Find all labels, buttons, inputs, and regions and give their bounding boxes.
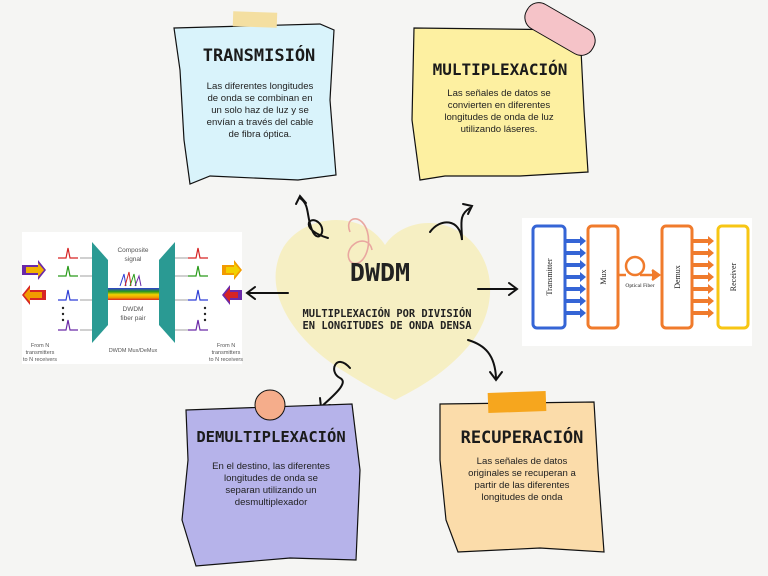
svg-text:fiber pair: fiber pair (120, 315, 146, 322)
left-bottom-1: From N (31, 343, 49, 349)
right-waveforms (188, 247, 208, 331)
svg-text:Mux: Mux (599, 269, 608, 284)
note-line: envían a través del cable (206, 117, 314, 128)
optical-fiber (619, 255, 662, 282)
note-line: desmultiplexador (234, 497, 308, 508)
note-line: convierten en diferentes (447, 100, 551, 111)
composite-label-1: Composite (117, 247, 148, 254)
arrow-to-right-diagram (477, 282, 519, 296)
left-dwdm-diagram: Composite signal DWDM fiber pair DWDM Mu… (22, 232, 243, 364)
svg-text:Receiver: Receiver (729, 262, 738, 291)
transmitter-box (531, 224, 567, 330)
note-line: separan utilizando un (225, 485, 317, 496)
mux-demux-label: DWDM Mux/DeMux (109, 348, 158, 354)
doodle-loop (347, 218, 373, 265)
note-multiplexacion-title: MULTIPLEXACIÓN (432, 60, 568, 79)
composite-label-2: signal (125, 256, 143, 263)
note-line: de fibra óptica. (228, 129, 292, 140)
svg-text:From N: From N (31, 343, 49, 349)
note-transmision-body: Las diferentes longitudes de onda se com… (190, 81, 330, 141)
fiber-label-2: fiber pair (120, 315, 146, 322)
note-recuperacion-tape (487, 390, 547, 414)
note-line: longitudes de onda (481, 492, 563, 503)
svg-text:to N receivers: to N receivers (23, 357, 57, 363)
note-transmision-paper (173, 23, 337, 185)
arrow-to-left-diagram (245, 286, 289, 300)
svg-text:Optical Fiber: Optical Fiber (625, 283, 654, 289)
receiver-box (716, 224, 750, 330)
note-recuperacion-body: Las señales de datos originales se recup… (450, 456, 594, 504)
demux-label: Demux (673, 265, 682, 289)
center-subtitle-line1: MULTIPLEXACIÓN POR DIVISIÓN (302, 308, 472, 320)
note-demultiplexacion-pin (254, 389, 286, 421)
note-multiplexacion-tape (524, 2, 596, 56)
note-transmision-tape (232, 11, 278, 28)
left-bottom-3: to N receivers (23, 357, 57, 363)
right-mux-prism (159, 242, 175, 343)
left-mux-prism (92, 242, 108, 343)
arrow-to-multiplexacion (429, 203, 474, 241)
note-line: originales se recuperan a (468, 468, 576, 479)
svg-text:transmitters: transmitters (212, 350, 241, 356)
svg-text:Demux: Demux (673, 265, 682, 289)
note-line: de onda se combinan en (207, 93, 313, 104)
right-dwdm-diagram: Transmitter Mux Optical Fiber Demux Rece… (522, 218, 752, 346)
right-bottom-1: From N (217, 343, 235, 349)
left-bottom-2: transmitters (26, 350, 55, 356)
svg-text:DWDM Mux/DeMux: DWDM Mux/DeMux (109, 348, 158, 354)
svg-text:Composite: Composite (117, 247, 148, 254)
fiber-rainbow (108, 288, 159, 300)
tx-to-mux-arrows (566, 236, 586, 318)
note-demultiplexacion-body: En el destino, las diferentes longitudes… (194, 461, 348, 509)
note-line: Las diferentes longitudes (206, 81, 314, 92)
right-dots (203, 306, 207, 322)
note-line: utilizando láseres. (460, 124, 538, 135)
svg-text:transmitters: transmitters (26, 350, 55, 356)
left-input-arrows (22, 260, 46, 305)
composite-peaks (119, 271, 142, 287)
mux-box (586, 224, 620, 330)
svg-text:to N receivers: to N receivers (209, 357, 243, 363)
fiber-label-1: DWDM (123, 306, 144, 313)
center-subtitle: MULTIPLEXACIÓN POR DIVISIÓN EN LONGITUDE… (282, 308, 492, 332)
svg-text:DWDM: DWDM (123, 306, 144, 313)
note-demultiplexacion-paper (181, 403, 361, 567)
right-bottom-2: transmitters (212, 350, 241, 356)
note-recuperacion-title: RECUPERACIÓN (460, 428, 584, 448)
note-line: Las señales de datos (476, 456, 568, 467)
note-line: partir de las diferentes (474, 480, 570, 491)
svg-text:signal: signal (125, 256, 143, 263)
mux-label: Mux (599, 269, 608, 284)
right-bottom-3: to N receivers (209, 357, 243, 363)
note-line: longitudes de onda se (224, 473, 318, 484)
svg-text:From N: From N (217, 343, 235, 349)
demux-to-rx-arrows (693, 236, 714, 318)
svg-text:Transmitter: Transmitter (545, 258, 554, 295)
note-line: En el destino, las diferentes (212, 461, 330, 472)
demux-box (660, 224, 694, 330)
note-line: Las señales de datos se (447, 88, 551, 99)
center-title: DWDM (349, 258, 411, 287)
arrow-to-transmision (295, 194, 329, 239)
note-line: longitudes de onda de luz (444, 112, 554, 123)
arrow-to-recuperacion (467, 339, 503, 382)
note-transmision-title: TRANSMISIÓN (202, 46, 316, 66)
note-multiplexacion-body: Las señales de datos se convierten en di… (424, 88, 574, 136)
right-output-arrows (222, 260, 242, 305)
note-demultiplexacion-title: DEMULTIPLEXACIÓN (196, 428, 346, 446)
optical-fiber-label: Optical Fiber (625, 283, 654, 289)
center-blob (275, 219, 491, 400)
center-subtitle-line2: EN LONGITUDES DE ONDA DENSA (302, 320, 472, 332)
note-line: un solo haz de luz y se (211, 105, 309, 116)
note-multiplexacion-paper (411, 27, 589, 181)
left-waveforms (58, 247, 78, 331)
receiver-label: Receiver (729, 262, 738, 291)
left-dots (61, 306, 65, 322)
transmitter-label: Transmitter (545, 258, 554, 295)
note-recuperacion-paper (439, 401, 605, 553)
